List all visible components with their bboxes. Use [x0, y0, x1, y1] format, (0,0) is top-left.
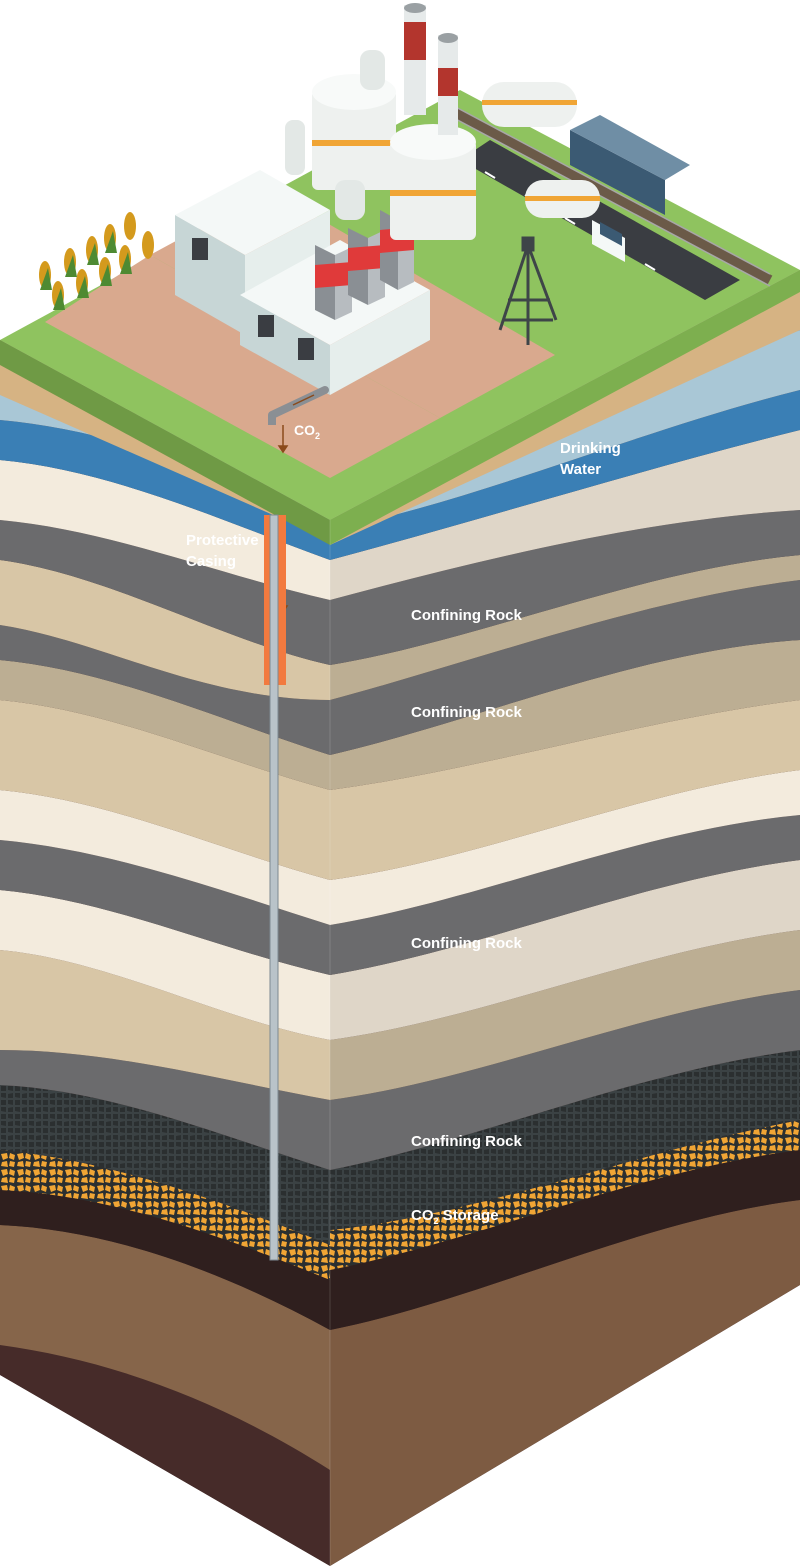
- co2-text: CO: [294, 422, 315, 438]
- confining-rock-label-2: Confining Rock: [411, 704, 522, 721]
- drinking-water-line1: Drinking: [560, 440, 621, 457]
- co2-subscript: 2: [315, 430, 321, 441]
- chimney-pair: [404, 3, 458, 135]
- confining-rock-label-3: Confining Rock: [411, 935, 522, 952]
- co2-injection-label: CO2: [294, 420, 320, 447]
- confining-rock-label-1: Confining Rock: [411, 607, 522, 624]
- road: [460, 140, 740, 300]
- co2-storage-subscript: 2: [433, 1216, 439, 1226]
- protective-casing-label: Protective Casing: [186, 530, 259, 572]
- drinking-water-line2: Water: [560, 461, 602, 478]
- tanker-truck-icon: [525, 180, 625, 262]
- confining-rock-label-4: Confining Rock: [411, 1133, 522, 1150]
- protective-casing-line2: Casing: [186, 553, 237, 570]
- crop-icon: [39, 212, 154, 310]
- co2-storage-text: CO: [411, 1207, 434, 1224]
- drilling-rig-icon: [498, 236, 558, 345]
- railway: [447, 105, 773, 285]
- right-face-strata: [330, 270, 800, 1566]
- ground-pad: [45, 255, 440, 478]
- protective-casing-line1: Protective: [186, 532, 259, 549]
- storage-tank-icon: [285, 50, 476, 240]
- drinking-water-label: Drinking Water: [560, 438, 621, 480]
- well-pipe: [269, 514, 279, 1261]
- co2-storage-suffix: Storage: [438, 1207, 499, 1224]
- co2-storage-label: CO2 Storage: [411, 1205, 499, 1232]
- train-icon: [482, 82, 690, 215]
